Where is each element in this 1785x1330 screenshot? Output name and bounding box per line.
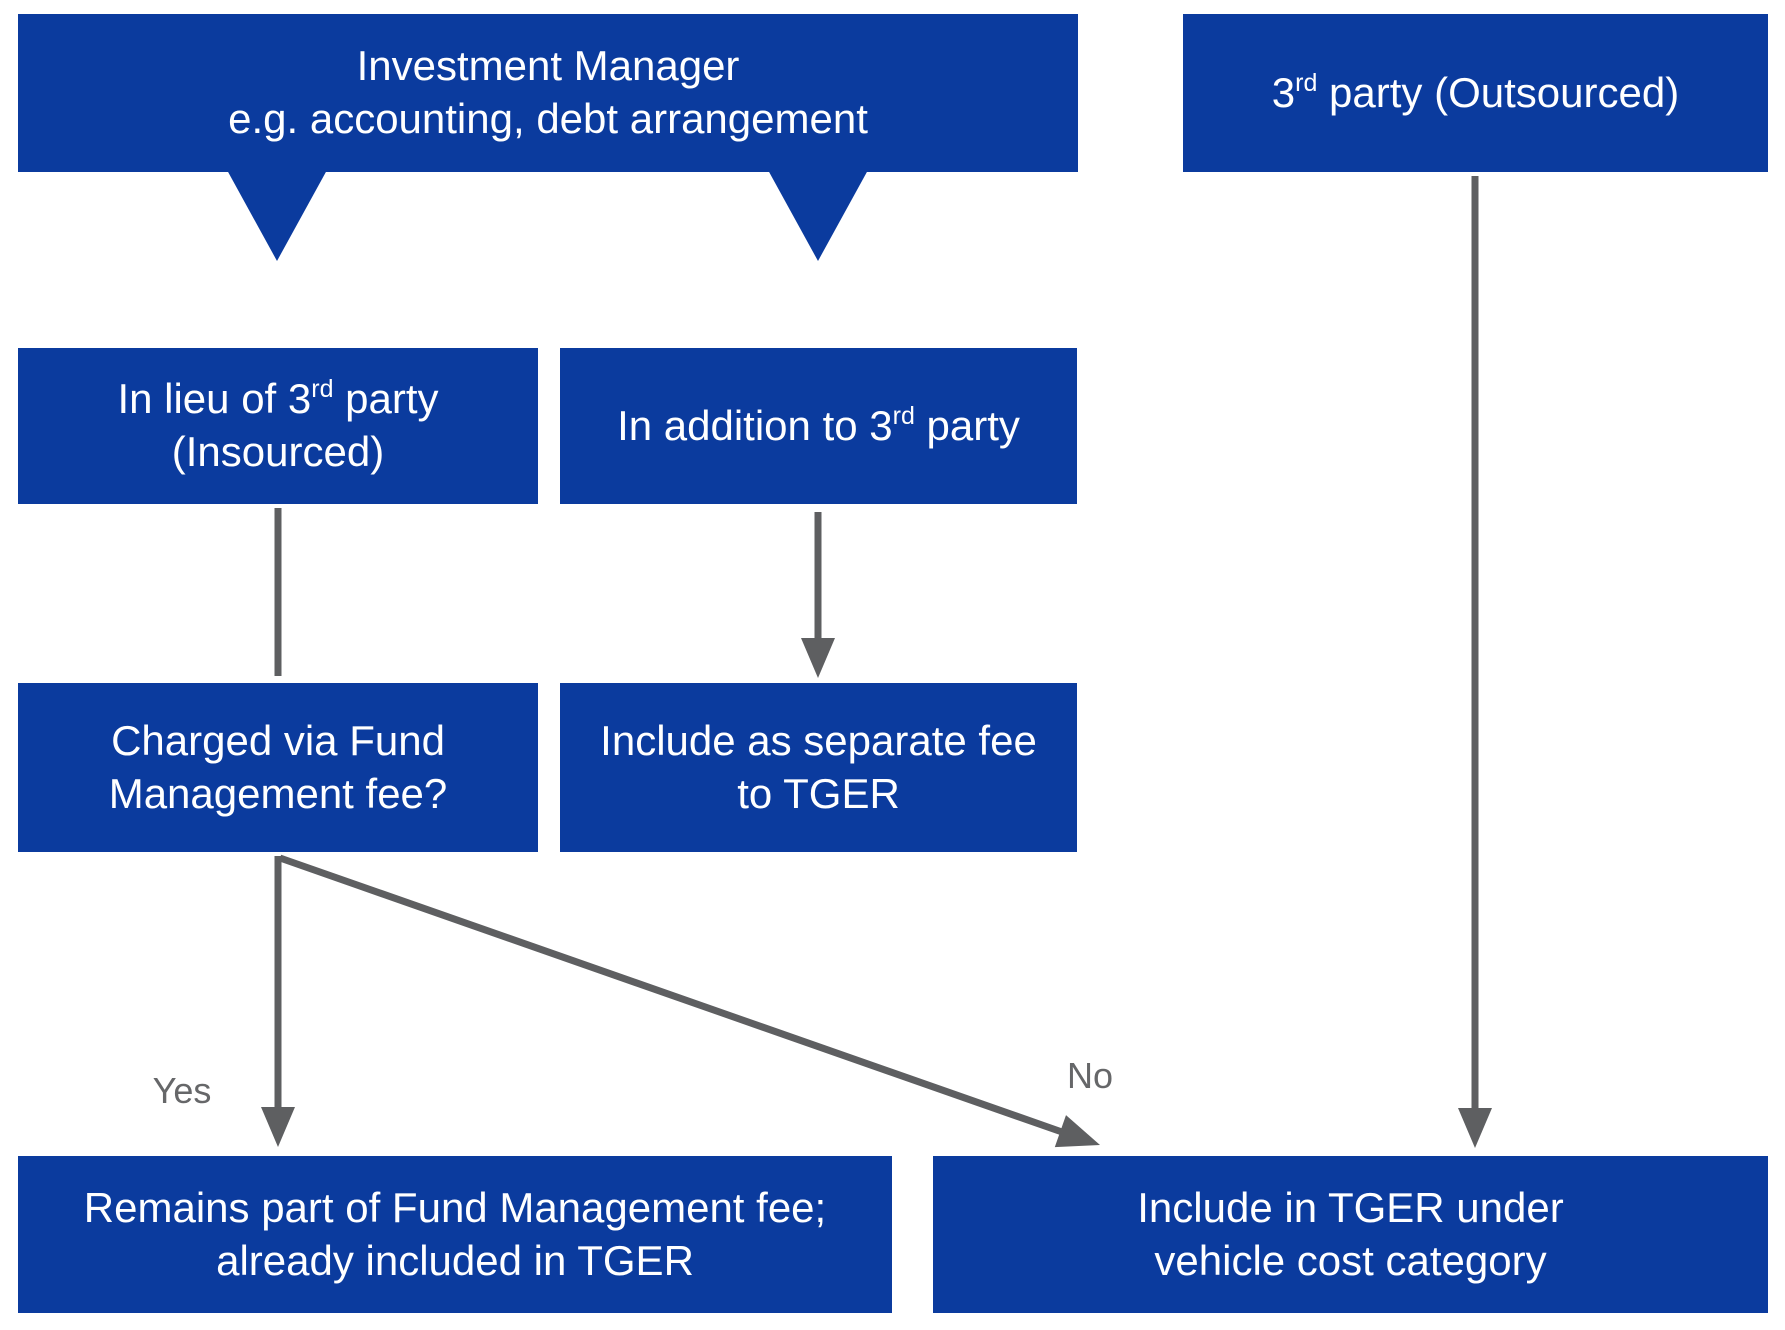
superscript-rd: rd: [892, 401, 915, 430]
arrow-no-line: [278, 854, 1064, 1136]
node-in-lieu-line2: (Insourced): [171, 428, 385, 475]
node-investment-manager: Investment Manager e.g. accounting, debt…: [18, 14, 1078, 172]
node-investment-manager-line2: e.g. accounting, debt arrangement: [228, 95, 868, 142]
arrow-no-head: [1054, 1115, 1100, 1148]
node-remains-fund-fee: Remains part of Fund Management fee; alr…: [18, 1156, 892, 1313]
node-include-separate-line2: to TGER: [737, 769, 900, 817]
node-in-addition-line1: In addition to 3rd party: [617, 401, 1020, 449]
arrow-thirdparty-to-tger-head: [1458, 1108, 1492, 1148]
node-charged-via-fund-fee: Charged via Fund Management fee?: [18, 683, 538, 852]
node-charged-line1: Charged via Fund: [111, 716, 445, 764]
node-in-addition: In addition to 3rd party: [560, 348, 1077, 504]
superscript-rd: rd: [1295, 68, 1318, 97]
node-include-separate-line1: Include as separate fee: [600, 716, 1037, 764]
node-remains-line2: already included in TGER: [216, 1236, 694, 1284]
node-include-tger-vehicle-cost: Include in TGER under vehicle cost categ…: [933, 1156, 1768, 1313]
superscript-rd: rd: [311, 375, 334, 404]
pointer-triangle-right: [768, 170, 868, 261]
node-include-separate-fee: Include as separate fee to TGER: [560, 683, 1077, 852]
node-third-party-outsourced: 3rd party (Outsourced): [1183, 14, 1768, 172]
label-yes: Yes: [152, 1070, 212, 1111]
node-include-tger-line1: Include in TGER under: [1137, 1183, 1564, 1231]
node-in-lieu-line1: In lieu of 3rd party: [117, 375, 439, 423]
node-charged-line2: Management fee?: [108, 769, 448, 817]
node-in-lieu-insourced: In lieu of 3rd party (Insourced): [18, 348, 538, 504]
label-no: No: [1066, 1055, 1114, 1096]
arrow-inaddition-to-separatefee-head: [801, 638, 835, 678]
node-third-party-line1: 3rd party (Outsourced): [1271, 68, 1680, 116]
arrow-yes-head: [261, 1107, 295, 1147]
pointer-triangle-left: [227, 170, 327, 261]
node-remains-line1: Remains part of Fund Management fee;: [83, 1183, 827, 1231]
node-investment-manager-line1: Investment Manager: [356, 42, 740, 90]
node-include-tger-line2: vehicle cost category: [1154, 1236, 1547, 1284]
